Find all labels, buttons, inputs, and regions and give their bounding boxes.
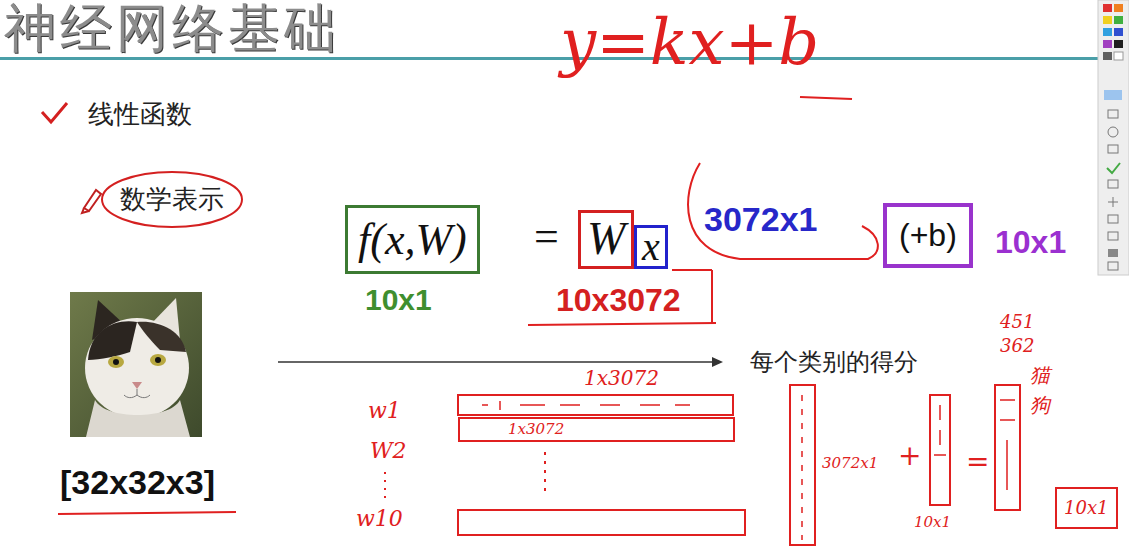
handwritten-operator: + [898, 440, 921, 472]
bullet-text: 线性函数 [88, 100, 192, 130]
cat-photo [70, 292, 202, 437]
handwritten-dimension: 3072x1 [822, 455, 878, 472]
hand-stroke [58, 512, 236, 514]
title-rule [0, 57, 1098, 60]
weight-box: W [578, 210, 634, 269]
weight-box-text: W [587, 213, 625, 266]
dimension-label: 10x3072 [556, 282, 681, 319]
handwritten-operator: = [966, 446, 989, 478]
check-mark [42, 103, 67, 122]
input-box: x [634, 225, 668, 269]
output-box: f(x,W) [345, 205, 480, 274]
handwritten-formula: y=kx+b [560, 6, 819, 80]
bias-box: (+b) [883, 203, 973, 268]
column-vectors [790, 385, 1020, 545]
toolbar [1098, 0, 1129, 275]
hand-stroke [528, 270, 716, 325]
handwritten-score: 362 [1000, 336, 1034, 357]
weight-rows [385, 395, 745, 535]
hand-stroke [800, 97, 852, 99]
weight-row-text: 1x3072 [508, 419, 564, 440]
result-box-text: 10x1 [1064, 497, 1109, 519]
handwritten-weight: W2 [370, 438, 407, 463]
circled-heading: 数学表示 [100, 170, 244, 229]
handwritten-weight: w10 [356, 506, 403, 531]
handwritten-class: 狗 [1030, 394, 1050, 417]
arrow-caption: 每个类别的得分 [750, 348, 918, 376]
dimension-label: 10x1 [365, 283, 432, 318]
handwritten-class: 猫 [1030, 364, 1050, 387]
input-box-text: x [642, 228, 660, 266]
dimension-label: 10x1 [995, 224, 1066, 261]
image-size: [32x32x3] [60, 463, 215, 502]
output-box-text: f(x,W) [358, 212, 467, 267]
handwritten-dimension: 1x3072 [584, 367, 659, 390]
dimension-label: 3072x1 [704, 200, 817, 239]
handwritten-weight: w1 [368, 398, 401, 423]
hand-circle [688, 163, 878, 259]
equals-sign: = [534, 212, 559, 263]
weight-row: 1x3072 [458, 417, 735, 442]
handwritten-score: 451 [1000, 312, 1034, 333]
handwritten-dimension: 10x1 [914, 514, 951, 531]
pencil-icon [82, 190, 101, 213]
mapping-arrow [278, 357, 723, 367]
bias-box-text: (+b) [899, 217, 957, 254]
slide-title: 神经网络基础 [4, 0, 340, 56]
circled-heading-text: 数学表示 [120, 182, 224, 217]
result-box: 10x1 [1055, 487, 1118, 529]
